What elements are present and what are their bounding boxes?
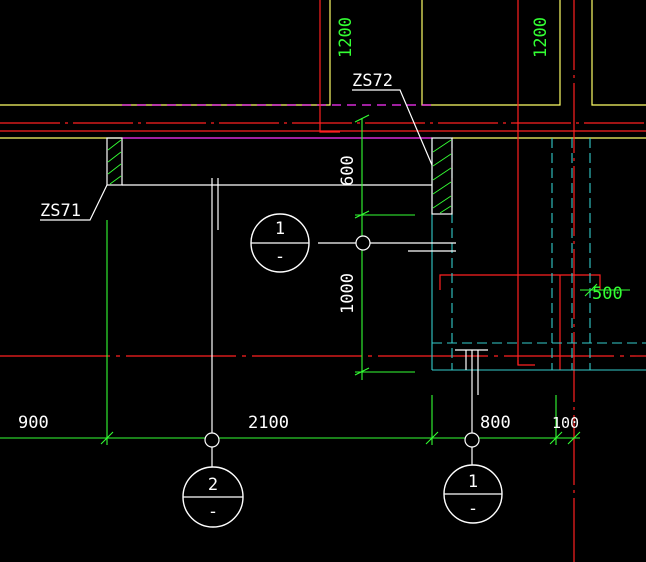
wall-right-top — [591, 0, 646, 106]
leader-zs71 — [40, 184, 108, 221]
column-zs71-hatch — [107, 139, 122, 185]
dim-text-100: 100 — [552, 414, 579, 432]
column-zs71-outline — [106, 137, 123, 186]
section-sub: - — [468, 499, 478, 519]
label-zs72: ZS72 — [352, 71, 393, 91]
dim-v-tick-1 — [354, 210, 370, 219]
dim-text-vertical-lower: 1000 — [338, 273, 358, 314]
dim-text-2100: 2100 — [248, 413, 289, 433]
column-zs72-hatch — [432, 139, 452, 214]
dimension-lines — [0, 114, 630, 445]
section-number: 1 — [275, 219, 285, 239]
section-sub: - — [208, 502, 218, 522]
section-number: 2 — [208, 475, 218, 495]
structure-lines — [40, 89, 488, 440]
wall-lines — [0, 0, 646, 139]
bubble-small-1 — [355, 235, 371, 251]
dim-h-tick-3 — [549, 431, 563, 445]
dim-text-vertical-upper: 600 — [338, 155, 358, 186]
section-sub: - — [275, 247, 285, 267]
dim-v-tick-2 — [354, 367, 370, 376]
section-mark-1-top: 1 - — [250, 213, 310, 273]
dim-h-tick-4 — [567, 431, 581, 445]
axis-v-left-hook — [319, 0, 340, 133]
dim-text-900: 900 — [18, 413, 49, 433]
wall-mid-top — [421, 0, 561, 106]
beam-lines — [122, 104, 432, 139]
axis-box-right — [439, 274, 601, 290]
axis-bubbles — [204, 235, 480, 448]
dim-h-tick-1 — [100, 431, 114, 445]
dim-text-top-left: 1200 — [336, 17, 356, 58]
column-zs71 — [106, 137, 123, 186]
section-mark-1-bottom: 1 - — [443, 447, 503, 524]
bubble-small-3 — [464, 432, 480, 448]
column-zs72-outline — [431, 137, 453, 215]
hidden-lines — [431, 138, 646, 371]
column-zs72 — [431, 137, 453, 215]
axis-hook-bottom — [517, 360, 535, 366]
dim-v-tick-top — [354, 114, 370, 123]
leader-zs72 — [352, 89, 433, 166]
dim-text-top-right: 1200 — [531, 17, 551, 58]
label-zs71: ZS71 — [40, 201, 81, 221]
section-mark-2-bottom: 2 - — [182, 466, 244, 528]
bubble-small-2 — [204, 432, 220, 448]
dim-text-800: 800 — [480, 413, 511, 433]
dim-text-right-box: 500 — [592, 284, 623, 304]
wall-left-top — [0, 0, 331, 106]
section-number: 1 — [468, 472, 478, 492]
dim-h-tick-2 — [425, 431, 439, 445]
